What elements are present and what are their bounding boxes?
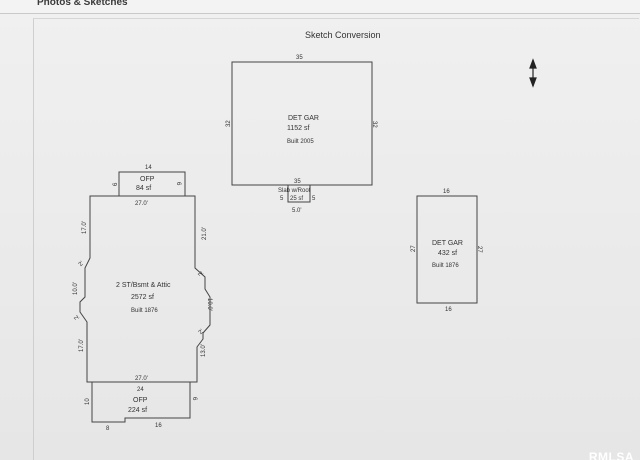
ofp-bottom-top-dim: 24 [137,387,144,393]
det-gar-2-area: 432 sf [438,250,457,257]
house-name: 2 ST/Bsmt & Attic [116,282,171,289]
ofp-bottom-bottom-left-dim: 8 [106,426,110,432]
det-gar-1-outline [231,61,373,186]
det-gar-2-bottom-dim: 16 [445,307,452,313]
ofp-bottom-area: 224 sf [128,407,147,414]
ofp-bottom-name: OFP [133,397,148,404]
house-right-jog-1-dim: 2' [196,271,203,278]
house-left-jog-2-dim: 2' [72,315,79,322]
det-gar-1-built: Built 2005 [287,139,314,145]
det-gar-1-top-dim: 35 [296,55,303,61]
ofp-top-name: OFP [140,176,155,183]
ofp-top-top-dim: 14 [145,165,152,171]
house-top-dim: 27.0' [135,201,148,207]
ofp-top-area: 84 sf [136,185,151,192]
ofp-bottom-left-dim: 10 [85,398,91,405]
house-left-mid-dim: 10.0' [73,282,79,295]
slab-area: 25 sf [290,196,303,202]
section-header: Photos & Sketches [0,0,640,14]
north-arrow-icon [529,58,537,88]
slab-right-dim: 5 [312,196,316,202]
slab-left-dim: 5 [280,196,284,202]
ofp-top-right-dim: 6 [175,182,181,186]
det-gar-2-right-dim: 27 [476,246,482,253]
house-area: 2572 sf [131,294,154,301]
det-gar-1-bottom-dim: 35 [294,179,301,185]
det-gar-1-area: 1152 sf [287,125,309,132]
det-gar-2-outline [416,195,478,304]
house-right-top-dim: 21.0' [202,227,208,240]
sketch-sheet [33,18,639,460]
house-right-jog-2-dim: 2' [198,329,205,336]
det-gar-1-right-dim: 32 [371,121,377,128]
det-gar-1-left-dim: 32 [226,120,232,127]
sketch-title: Sketch Conversion [305,30,381,40]
house-built: Built 1876 [131,308,158,314]
det-gar-2-left-dim: 27 [411,245,417,252]
house-left-jog-1-dim: 2' [78,261,85,268]
ofp-bottom-outline [91,381,191,423]
slab-name: Slab w/Roof [278,188,311,194]
det-gar-1-name: DET GAR [288,115,319,122]
house-outline [79,195,211,383]
slab-bottom-dim: 5.0' [292,208,302,214]
ofp-bottom-bottom-right-dim: 16 [155,423,162,429]
house-left-top-dim: 17.0' [82,221,88,234]
det-gar-2-built: Built 1876 [432,263,459,269]
ofp-top-left-dim: 6 [113,182,119,186]
slab-outline [287,184,311,203]
det-gar-2-top-dim: 16 [443,189,450,195]
house-bottom-dim: 27.0' [135,376,148,382]
det-gar-2-name: DET GAR [432,240,463,247]
house-right-mid-dim: 10.0' [206,298,212,311]
house-left-bottom-dim: 17.0' [79,339,85,352]
house-right-bottom-dim: 13.0' [201,344,207,357]
watermark: RMLSA [588,450,634,460]
ofp-bottom-right-dim: 6 [191,397,197,401]
section-title: Photos & Sketches [37,0,128,8]
